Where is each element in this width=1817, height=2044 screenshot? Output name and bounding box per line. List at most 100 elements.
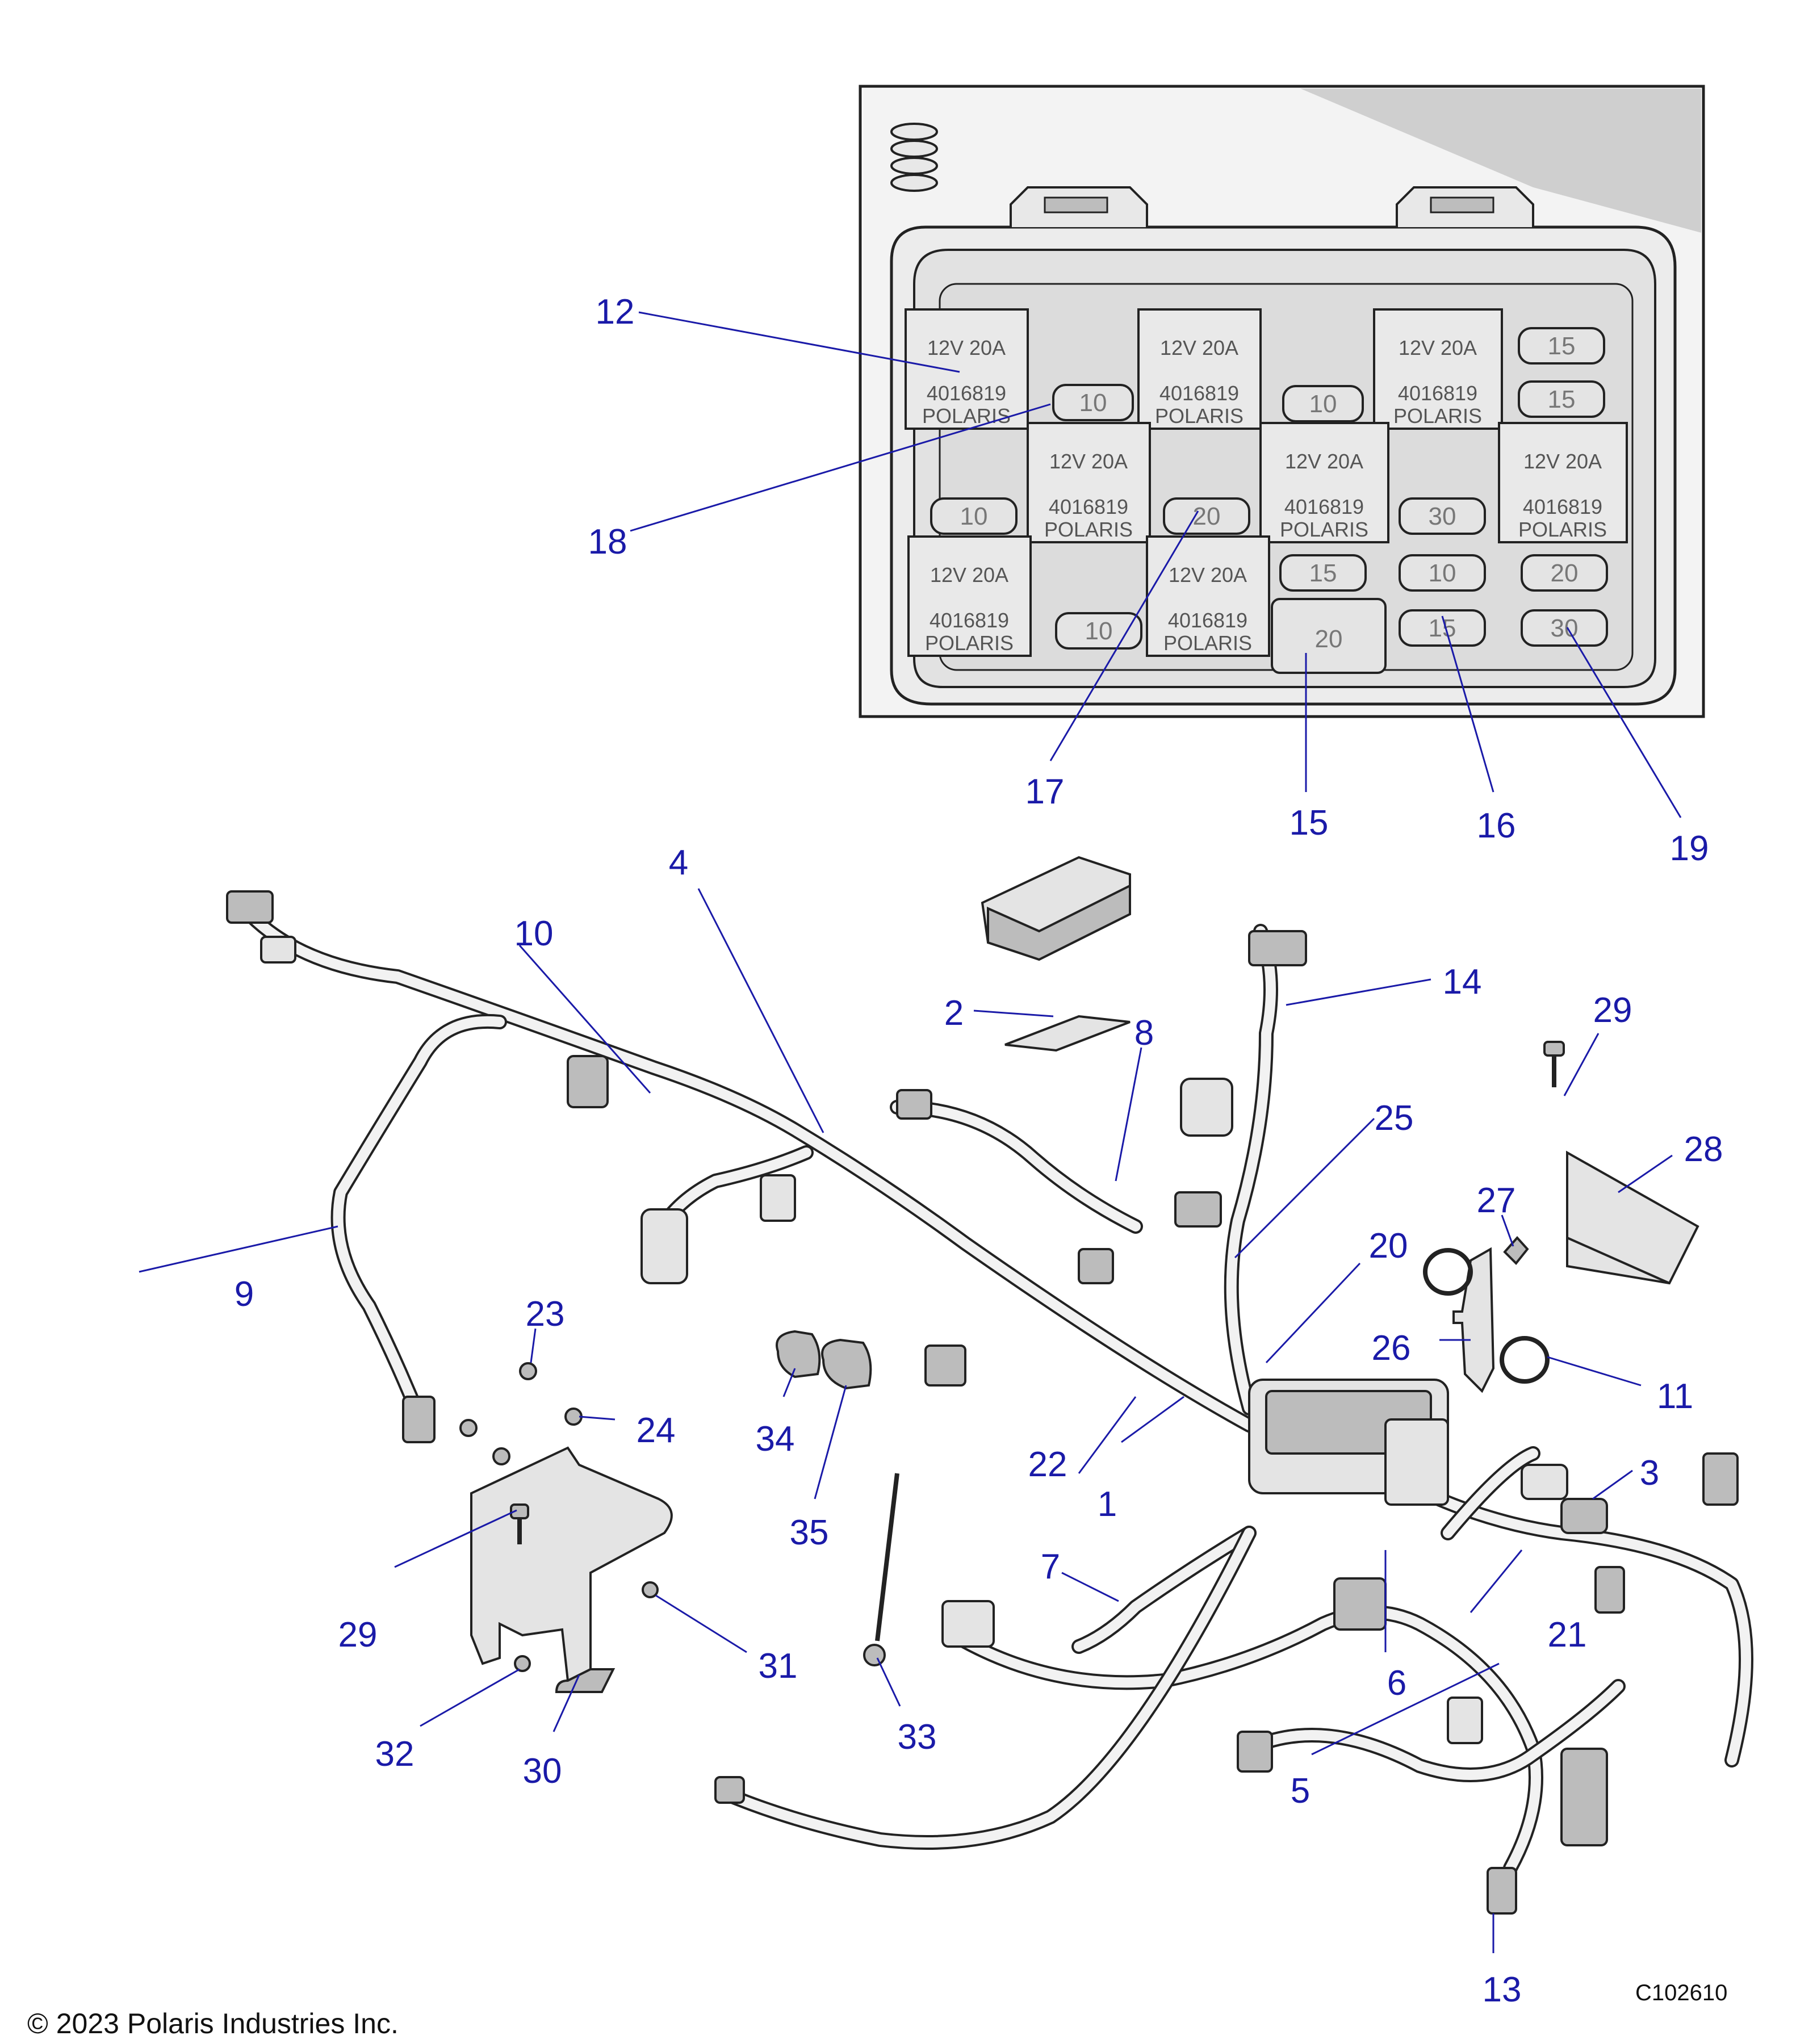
relay: 12V 20A 4016819 POLARIS [1137,308,1262,430]
connector [1078,1248,1114,1284]
relay-part-number: 4016819 [1049,495,1128,518]
fuse: 20 [1521,554,1608,592]
fuse-rating: 30 [1429,502,1456,530]
connector [1702,1452,1739,1506]
relay-rating: 12V 20A [1169,563,1247,587]
connector [1248,930,1307,966]
clamp [1423,1248,1473,1296]
relay-rating: 12V 20A [930,563,1008,587]
relay: 12V 20A 4016819 POLARIS [907,535,1032,657]
fuse: 20 [1163,497,1250,535]
callout-32: 32 [375,1735,415,1774]
connector [640,1208,688,1284]
callout-1: 1 [1098,1485,1117,1524]
fuse: 10 [1282,385,1364,422]
callout-12: 12 [596,292,635,332]
power-distribution-module [1248,1379,1449,1506]
connector [1560,1748,1608,1846]
spring-icon [890,123,938,192]
callout-10: 10 [514,914,554,953]
fuse-rating: 10 [960,502,988,530]
fuse: 10 [1055,612,1142,650]
connector [1180,1078,1233,1137]
terminal-cap [821,1338,872,1390]
relay: 12V 20A 4016819 POLARIS [1027,422,1151,543]
connector [924,1344,966,1387]
relay-part-number: 4016819 [1523,495,1602,518]
connector [941,1600,995,1648]
screw-icon [642,1581,659,1598]
callout-25: 25 [1375,1099,1414,1138]
connector [260,936,296,964]
nut-icon [492,1447,510,1465]
callout-4: 4 [669,843,688,882]
fuse-rating: 15 [1548,332,1576,360]
wire-harness [226,890,1753,1915]
fuse-rating: 15 [1548,386,1576,413]
callout-26: 26 [1372,1329,1411,1368]
relay-brand: POLARIS [1155,404,1244,428]
callout-3: 3 [1640,1454,1659,1493]
copyright-notice: © 2023 Polaris Industries Inc. [27,2008,399,2039]
fuse-label-decal [1004,1015,1131,1052]
fuse: 15 [1518,380,1605,418]
figure-id: C102610 [1635,1980,1728,2005]
callout-16: 16 [1477,806,1516,845]
relay-rating: 12V 20A [1049,450,1128,473]
relay-part-number: 4016819 [1398,382,1477,405]
fuse: 10 [1052,384,1134,421]
relay-brand: POLARIS [1044,518,1133,541]
callout-33: 33 [898,1718,937,1757]
fuse-rating: 10 [1309,390,1337,418]
connector [1447,1697,1483,1744]
fuse-rating: 20 [1193,502,1221,530]
bolt-icon [1543,1041,1565,1087]
fuse: 30 [1399,497,1486,535]
callout-29: 29 [1593,991,1632,1030]
fuse-box-inset: 12V 20A 4016819 POLARIS 12V 20A 4016819 … [859,85,1705,718]
callout-21: 21 [1548,1615,1587,1655]
connector [567,1055,609,1108]
terminal-cap [776,1330,821,1379]
callout-22: 22 [1028,1445,1067,1484]
callout-28: 28 [1684,1130,1723,1169]
connector [896,1089,932,1120]
screw-icon [519,1362,537,1380]
relay-rating: 12V 20A [1160,336,1238,359]
callout-30: 30 [523,1752,562,1791]
bolt-icon [510,1503,529,1544]
relay-brand: POLARIS [1518,518,1607,541]
callout-13: 13 [1483,1970,1522,2009]
relay: 12V 20A 4016819 POLARIS [1146,535,1270,657]
callout-5: 5 [1291,1771,1310,1811]
relay-brand: POLARIS [1393,404,1482,428]
push-rivet-icon [1503,1235,1529,1265]
relay: 12V 20A 4016819 POLARIS [1259,422,1389,543]
callout-6: 6 [1387,1664,1406,1703]
callout-11: 11 [1657,1377,1693,1416]
fuse-rating: 15 [1309,559,1337,587]
connector [714,1776,745,1804]
callout-23: 23 [526,1295,565,1334]
relay: 12V 20A 4016819 POLARIS [1373,308,1503,430]
callout-24: 24 [637,1411,676,1450]
relay: 12V 20A 4016819 POLARIS [905,308,1029,430]
callout-35: 35 [790,1513,829,1552]
callout-20: 20 [1369,1226,1408,1266]
callout-8: 8 [1134,1013,1154,1053]
fuse: 15 [1518,327,1605,365]
connector [1560,1498,1608,1534]
relay: 12V 20A 4016819 POLARIS [1498,422,1628,543]
relay-rating: 12V 20A [1523,450,1602,473]
callout-14: 14 [1443,962,1482,1002]
fuse: 15 [1399,609,1486,647]
fuse: 10 [930,497,1018,535]
fuse: 10 [1399,554,1486,592]
callout-19: 19 [1670,829,1709,868]
callout-18: 18 [588,522,627,562]
connector [1237,1731,1273,1773]
relay-part-number: 4016819 [1159,382,1239,405]
fuse-rating: 10 [1429,559,1456,587]
cover-plate [1566,1150,1699,1285]
